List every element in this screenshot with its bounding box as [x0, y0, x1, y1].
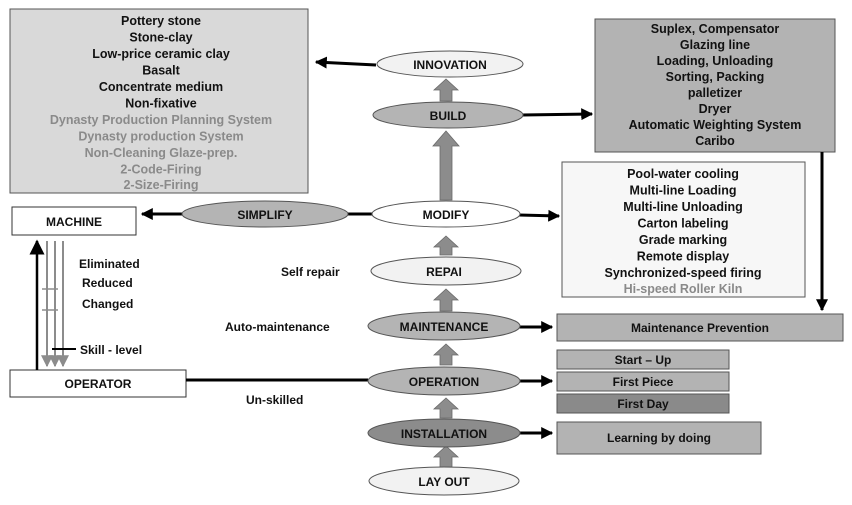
installation-stage [367, 418, 521, 448]
improvement-item: Synchronized-speed firing [605, 266, 762, 280]
equipment-list: Suplex, Compensator Glazing line Loading… [629, 22, 802, 148]
operator-machine-links [29, 239, 76, 370]
innovation-label: INNOVATION [413, 58, 487, 72]
up-arrow [432, 235, 460, 256]
side-labels: Eliminated Reduced Changed Skill - level… [79, 257, 340, 407]
improvement-item: Hi-speed Roller Kiln [624, 282, 743, 296]
layout-stage [368, 466, 520, 496]
material-item: Pottery stone [121, 14, 201, 28]
installation-label: INSTALLATION [401, 427, 487, 441]
materials-box [9, 8, 309, 194]
improvement-item: Pool-water cooling [627, 167, 739, 181]
equipment-item: Sorting, Packing [666, 70, 765, 84]
equipment-item: Loading, Unloading [657, 54, 774, 68]
material-item: Concentrate medium [99, 80, 223, 94]
layout-label: LAY OUT [418, 475, 470, 489]
system-item: 2-Size-Firing [123, 178, 198, 192]
improvements-box [561, 161, 806, 298]
operator-label: OPERATOR [65, 377, 132, 391]
improvement-item: Carton labeling [638, 217, 729, 231]
maintenance-stage [367, 311, 521, 341]
machine-box [11, 206, 137, 236]
learning-box [556, 421, 762, 455]
material-item: Basalt [142, 64, 180, 78]
improvements-list: Pool-water cooling Multi-line Loading Mu… [605, 167, 762, 296]
equipment-item: Glazing line [680, 38, 750, 52]
up-arrow [432, 397, 460, 419]
up-arrow [432, 288, 460, 312]
equipment-item: Caribo [695, 134, 735, 148]
stage-arrows [432, 78, 460, 468]
start-up-label: Start – Up [615, 353, 672, 367]
operation-stage [367, 366, 521, 396]
maintenance-label: MAINTENANCE [400, 320, 489, 334]
equipment-item: palletizer [688, 86, 742, 100]
innovation-to-materials-arrow [314, 56, 377, 69]
first-day-box [556, 393, 730, 414]
reduced-label: Reduced [82, 276, 133, 290]
modify-to-improvements-arrow [518, 209, 561, 222]
first-day-label: First Day [617, 397, 669, 411]
up-arrow [432, 130, 460, 201]
operator-box [9, 369, 187, 398]
equipment-item: Dryer [699, 102, 732, 116]
system-item: Dynasty production System [78, 130, 243, 144]
equipment-item: Automatic Weighting System [629, 118, 802, 132]
materials-list: Pottery stone Stone-clay Low-price ceram… [50, 14, 272, 192]
system-item: Dynasty Production Planning System [50, 113, 272, 127]
machine-label: MACHINE [46, 215, 102, 229]
connectors [140, 56, 828, 439]
equipment-item: Suplex, Compensator [651, 22, 780, 36]
material-item: Low-price ceramic clay [92, 47, 230, 61]
build-stage [372, 101, 524, 129]
modify-label: MODIFY [423, 208, 470, 222]
maintenance-prevention-box [556, 313, 844, 342]
up-arrow [432, 343, 460, 366]
equipment-box [594, 18, 836, 153]
modify-stage [371, 200, 521, 228]
learning-label: Learning by doing [607, 431, 711, 445]
changed-label: Changed [82, 297, 133, 311]
skill-level-label: Skill - level [80, 343, 142, 357]
innovation-stage [376, 50, 524, 78]
up-arrow [432, 78, 460, 102]
self-repair-label: Self repair [281, 265, 340, 279]
simplify-stage [181, 200, 349, 228]
improvement-item: Multi-line Unloading [623, 200, 742, 214]
start-up-box [556, 349, 730, 370]
unskilled-label: Un-skilled [246, 393, 303, 407]
repai-label: REPAI [426, 265, 462, 279]
system-item: 2-Code-Firing [120, 163, 201, 177]
operation-label: OPERATION [409, 375, 479, 389]
improvement-item: Multi-line Loading [630, 184, 737, 198]
system-item: Non-Cleaning Glaze-prep. [85, 146, 238, 160]
stages: INNOVATION BUILD SIMPLIFY MODIFY REPAI M… [181, 50, 524, 496]
repai-stage [370, 256, 522, 286]
material-item: Non-fixative [125, 97, 197, 111]
first-piece-label: First Piece [613, 375, 674, 389]
build-label: BUILD [430, 109, 467, 123]
build-to-equipment-arrow [521, 108, 594, 121]
material-item: Stone-clay [129, 31, 192, 45]
up-arrow [432, 445, 460, 468]
first-piece-box [556, 371, 730, 392]
auto-maintenance-label: Auto-maintenance [225, 320, 330, 334]
simplify-label: SIMPLIFY [237, 208, 292, 222]
improvement-item: Remote display [637, 250, 729, 264]
maintenance-prevention-label: Maintenance Prevention [631, 321, 769, 335]
improvement-item: Grade marking [639, 233, 727, 247]
eliminated-label: Eliminated [79, 257, 140, 271]
